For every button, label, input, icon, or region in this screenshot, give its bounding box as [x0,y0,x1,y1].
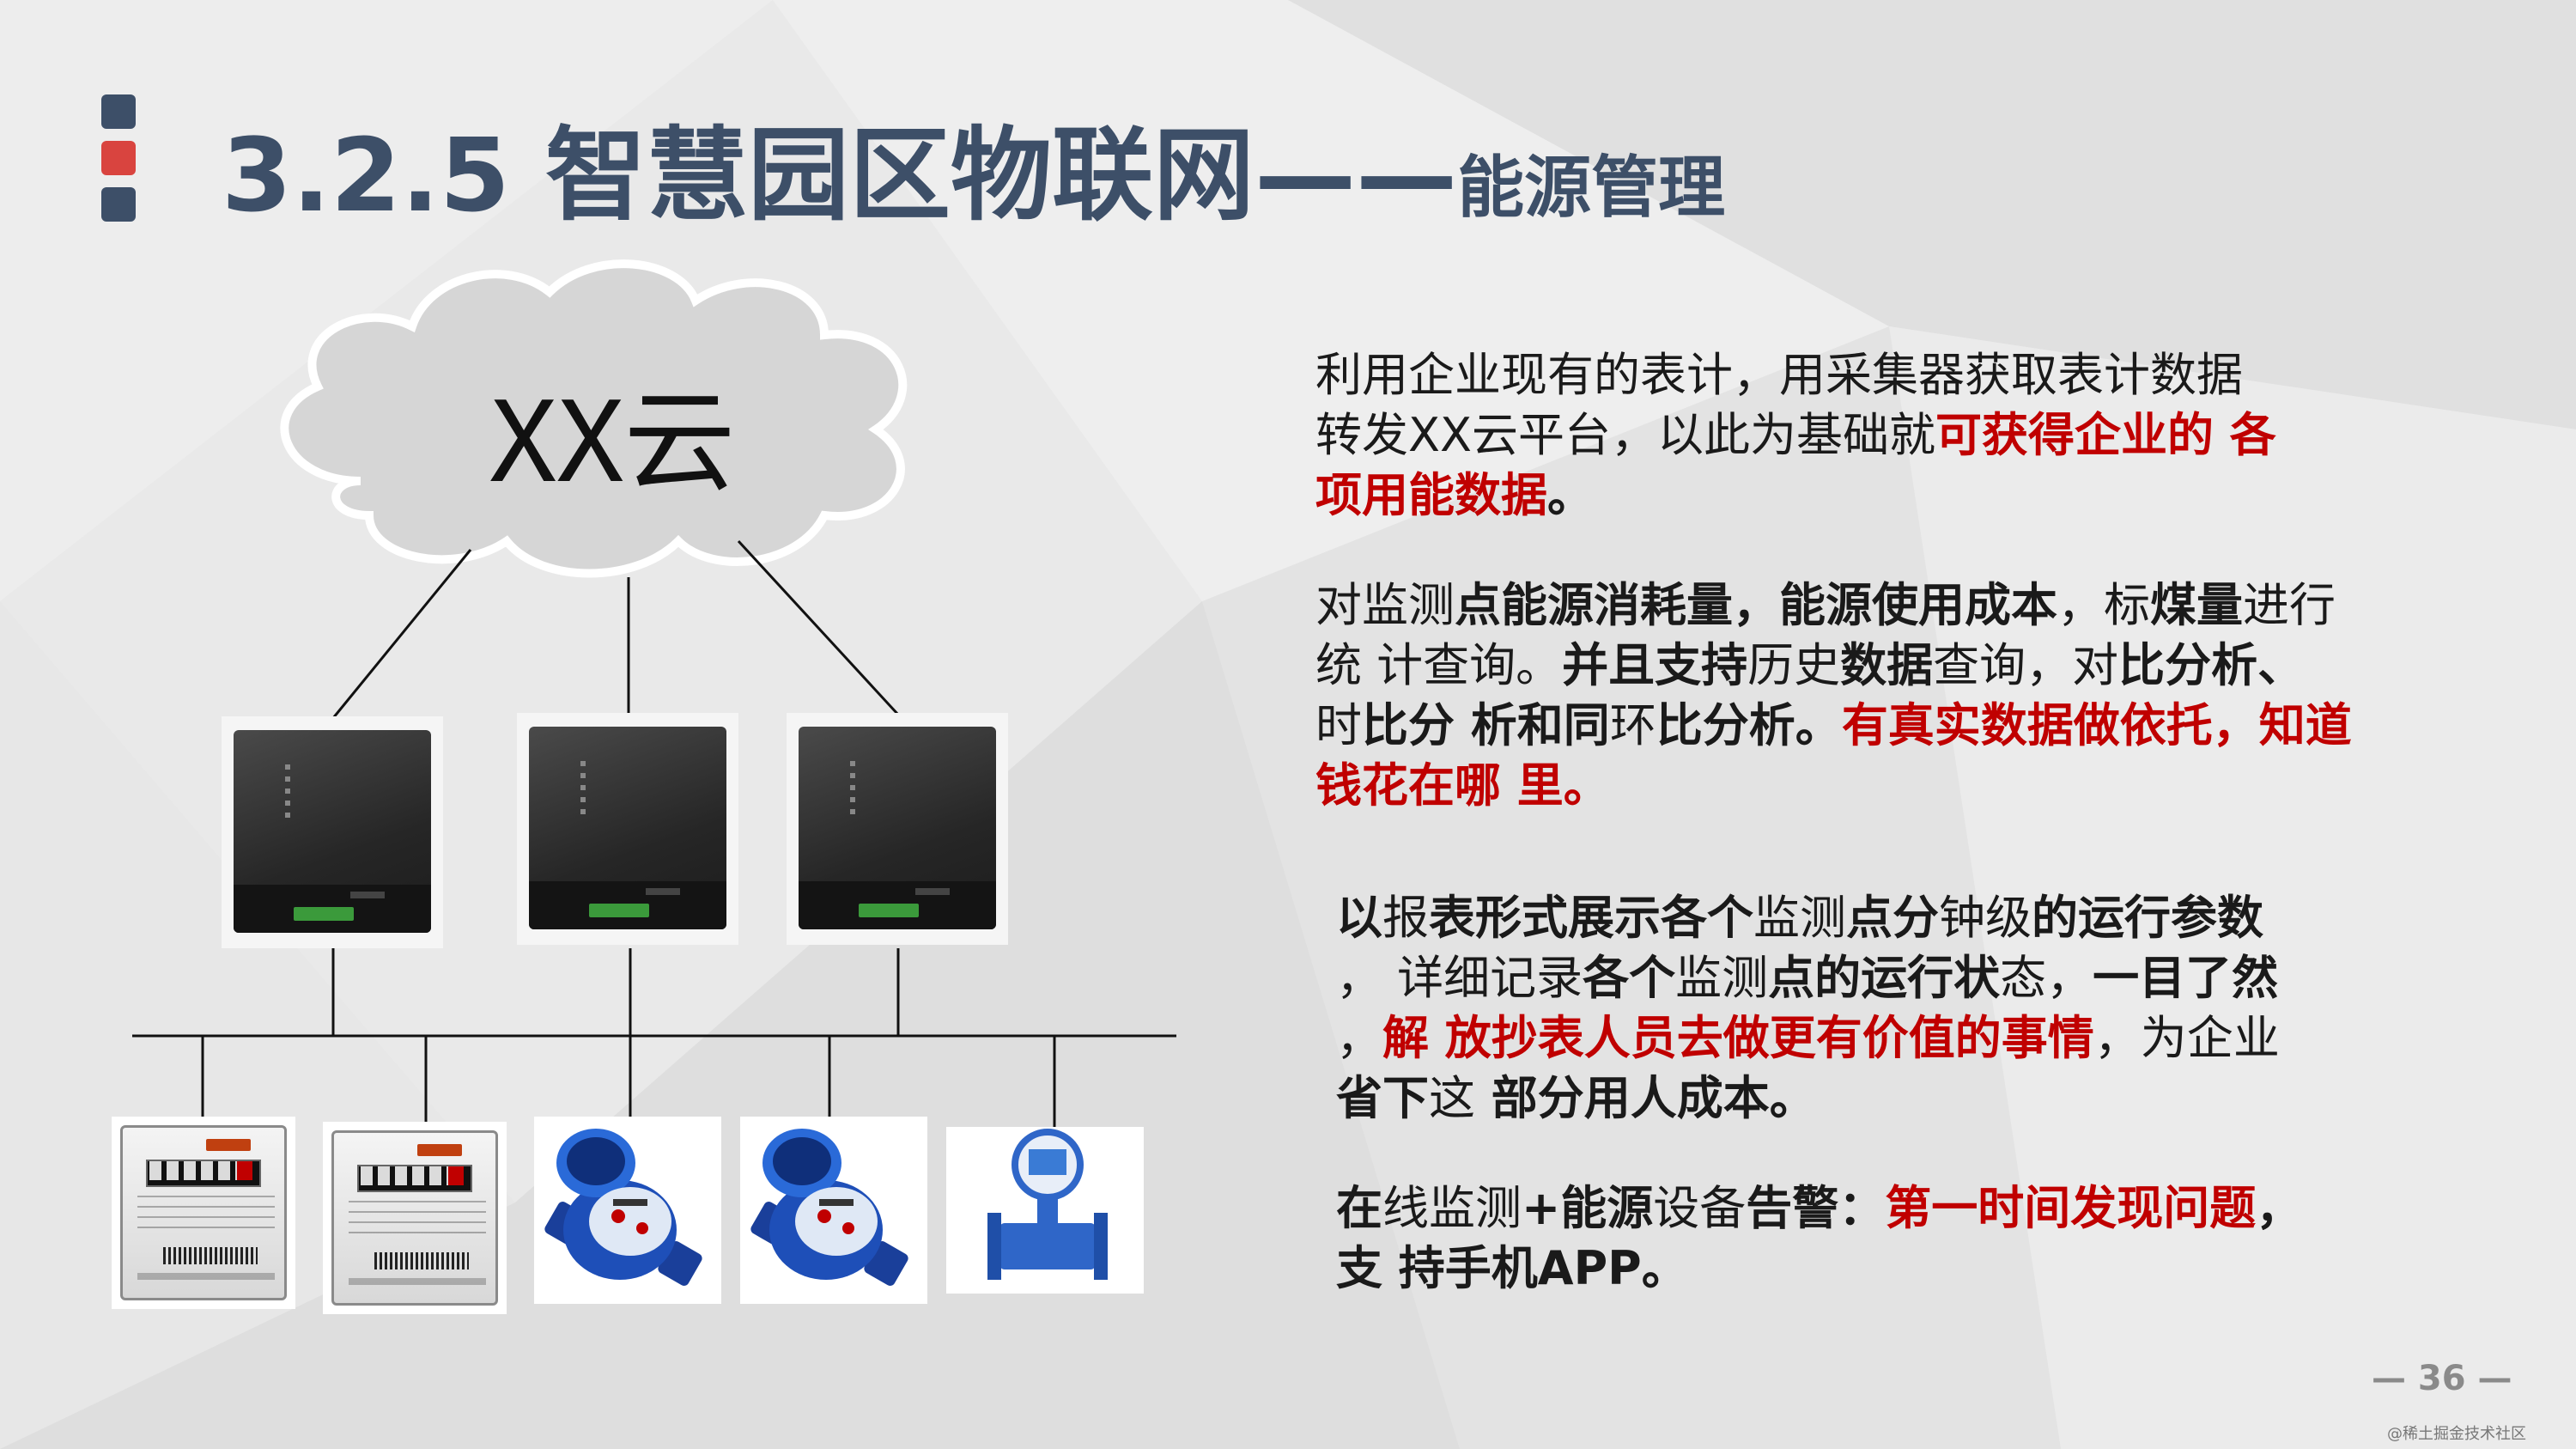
p3-line4-a: 省下 [1336,1071,1429,1125]
p3-line2-c: 监测 [1675,951,1769,1005]
electric-meter-icon [323,1122,507,1314]
flow-meter-icon [946,1127,1144,1294]
p2-line3-d: 比分析。 [1656,698,1842,752]
p2-line4: 钱花在哪 里。 [1315,756,2352,816]
p3-line1-e: 点 [1846,891,1893,945]
page-title-main: 3.2.5 智慧园区物联网 [222,116,1255,234]
p2-line3-a: 时 [1315,698,1362,752]
p3-line1-d: 监测 [1753,891,1846,945]
p3-line3-highlight: 解 放抄表人员去做更有价值的事情 [1382,1011,2094,1065]
p2-line2-a: 统 计查询。 [1315,638,1563,692]
p2-line1-b: 点能源消耗量，能源使用成本 [1455,578,2057,632]
p4-line2: 支 持手机APP。 [1336,1241,1688,1295]
p4-line1-d: 设备 [1653,1181,1747,1235]
p3-line2: ， 详细记录各个监测点的运行状态，一目了然 [1336,948,2280,1008]
collector-icon [787,713,1008,945]
p1-line1: 利用企业现有的表计，用采集器获取表计数据 [1315,348,2243,402]
p2-line3: 时比分 析和同环比分析。有真实数据做依托，知道 [1315,696,2352,756]
p3-line4-c: 部分用人成本。 [1475,1071,1816,1125]
water-meter-icon [534,1117,721,1304]
title-marker-bottom [101,187,136,222]
water-meter-icon [740,1117,927,1304]
p2-line2-c: 历史 [1747,638,1841,692]
page-title-dash: —— [1255,116,1458,234]
p1-line2-highlight: 可获得企业的 各 [1935,408,2276,462]
cloud-icon [280,259,908,578]
p3-line1-b: 报 [1382,891,1429,945]
paragraph-monitoring-analysis: 对监测点能源消耗量，能源使用成本，标煤量进行 统 计查询。并且支持历史数据查询，… [1315,575,2352,816]
p2-line3-b: 比分 析和同 [1362,698,1610,752]
p3-line3: ，解 放抄表人员去做更有价值的事情，为企业 [1336,1008,2280,1068]
p3-line3-a: ， [1336,1011,1382,1065]
collector-icon [517,713,738,945]
paragraph-data-collection: 利用企业现有的表计，用采集器获取表计数据 转发XX云平台，以此为基础就可获得企业… [1315,345,2276,526]
p4-line2: 支 持手机APP。 [1336,1239,2302,1299]
p3-line2-b: 各个 [1583,951,1676,1005]
collector-icon [222,716,443,948]
p4-line1-c: +能源 [1522,1181,1654,1235]
p4-line1-a: 在 [1336,1181,1382,1235]
p2-line1-e: 进行 [2243,578,2336,632]
p2-line2-b: 并且支持 [1562,638,1748,692]
p1-line2-a: 转发XX云平台，以此为基础就 [1315,408,1935,462]
p2-line2-e: 查询，对 [1933,638,2119,692]
p2-line1: 对监测点能源消耗量，能源使用成本，标煤量进行 [1315,575,2352,636]
p3-line2-f: 一目了然 [2093,951,2279,1005]
p4-line1-e: 告警： [1746,1181,1886,1235]
page-title: 3.2.5 智慧园区物联网——能源管理 [222,93,1725,234]
p1-line3-highlight: 项用能数据 [1315,468,1547,522]
p4-line1-highlight: 第一时间发现问题 [1885,1181,2257,1235]
cloud-label: XX云 [489,377,736,508]
p2-line2: 统 计查询。并且支持历史数据查询，对比分析、 [1315,636,2352,696]
paragraph-report-display: 以报表形式展示各个监测点分钟级的运行参数 ， 详细记录各个监测点的运行状态，一目… [1336,888,2280,1129]
p2-line2-f: 比分析、 [2118,638,2305,692]
p4-line1-b: 线监测 [1382,1181,1522,1235]
p3-line1: 以报表形式展示各个监测点分钟级的运行参数 [1336,888,2280,948]
p4-line1-g: ， [2256,1181,2303,1235]
p3-line1-g: 钟级 [1939,891,2032,945]
p2-line1-a: 对监测 [1315,578,1455,632]
electric-meter-icon [112,1117,295,1309]
p2-line4-highlight: 钱花在哪 里。 [1315,758,1610,813]
p1-line2: 转发XX云平台，以此为基础就可获得企业的 各 [1315,405,2276,466]
p1-line3-b: 。 [1547,468,1594,522]
p3-line2-a: ， 详细记录 [1336,951,1583,1005]
page-number: — 36 — [2372,1359,2512,1398]
p2-line1-d: 煤量 [2150,578,2243,632]
title-marker-top [101,94,136,129]
p2-line3-c: 环 [1609,698,1656,752]
title-marker-middle [101,141,136,175]
p2-line2-d: 数据 [1840,638,1934,692]
p3-line3-c: ，为企 [2093,1011,2233,1065]
p1-line3: 项用能数据。 [1315,466,2276,526]
p3-line1-c: 表形式展示各个 [1429,891,1753,945]
link-cloud-collector-3 [737,539,900,716]
page-title-sub: 能源管理 [1457,149,1726,227]
p3-line3-d: 业 [2233,1011,2280,1065]
p3-line4: 省下这 部分用人成本。 [1336,1068,2280,1129]
p3-line2-d: 点的运行状 [1768,951,2001,1005]
p3-line4-b: 这 [1429,1071,1475,1125]
p3-line1-a: 以 [1336,891,1382,945]
p3-line1-h: 的运行参数 [2032,891,2263,945]
watermark: @稀土掘金技术社区 [2387,1425,2526,1443]
p3-line2-e: 态， [2000,951,2093,1005]
link-cloud-collector-1 [331,549,472,719]
p4-line1: 在线监测+能源设备告警：第一时间发现问题， [1336,1178,2302,1239]
paragraph-alarm: 在线监测+能源设备告警：第一时间发现问题， 支 持手机APP。 [1336,1178,2302,1299]
p3-line1-f: 分 [1893,891,1939,945]
p2-line1-c: ，标 [2057,578,2150,632]
p2-line3-highlight: 有真实数据做依托，知道 [1841,698,2352,752]
